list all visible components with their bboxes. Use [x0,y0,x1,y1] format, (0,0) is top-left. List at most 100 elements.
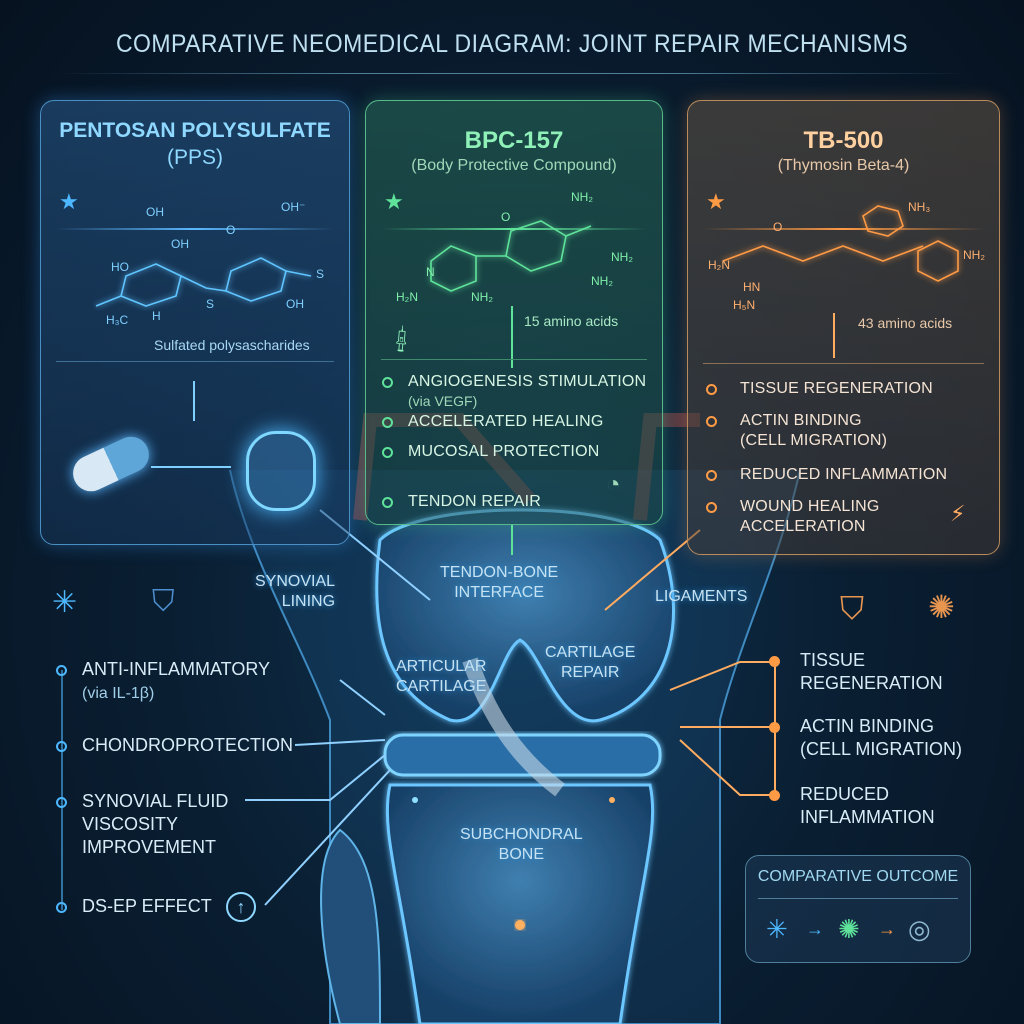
svg-text:H: H [152,309,161,323]
bpc-item-angiogenesis: ANGIOGENESIS STIMULATION [408,373,647,390]
svg-text:S: S [316,267,324,281]
muscle-fiber-icon: ⚡︎ [950,501,966,526]
molecule-star-icon: ✳︎ [52,586,78,619]
svg-text:H₂N: H₂N [708,258,730,272]
syringe-icon: 💉︎ [382,321,421,359]
tb-note: 43 amino acids [858,315,953,331]
left-item-ds-ep: DS-EP EFFECT [82,896,212,916]
molecule-icon: ✳︎ [766,914,788,944]
tb-item-actin: ACTIN BINDING [740,412,862,429]
bpc-title: BPC-157 [464,127,564,154]
bpc-molecule: O N NH₂ NH₂ H₂N NH₂ NH₂ [396,190,633,304]
svg-text:H₃C: H₃C [106,313,129,327]
arrow-reduced-inflammation [679,739,775,796]
bpc-card: BPC-157 (Body Protective Compound) ★ O N … [365,100,663,525]
pps-divider [56,228,334,230]
stomach-icon: ◔ [606,471,621,498]
arrow-icon: → [806,919,824,939]
capsule-icon [67,430,155,498]
arrow-anti-inflammatory [339,679,386,716]
pps-title-abbrev: (PPS) [166,146,223,169]
arrow-ds-ep [264,769,391,906]
page-title: COMPARATIVE NEOMEDICAL DIAGRAM: JOINT RE… [115,30,909,58]
ligament-cross [462,657,565,797]
comparative-outcome-box: COMPARATIVE OUTCOME ✳︎ → ✺ → ◎ [745,855,971,963]
bpc-divider [381,228,647,230]
left-item-chondroprotection: CHONDROPROTECTION [82,735,293,755]
tb-item-inflammation: REDUCED INFLAMMATION [740,466,948,483]
shield-icon: ⛉ [152,585,175,618]
svg-text:O: O [226,223,235,237]
svg-text:NH₂: NH₂ [611,250,633,264]
tb-item-regeneration: TISSUE REGENERATION [740,380,933,397]
svg-text:NH₂: NH₂ [963,248,985,262]
shield-icon: ⛉ [840,590,865,626]
svg-text:OH: OH [286,297,304,311]
tb-title: TB-500 [803,127,884,154]
outcome-title: COMPARATIVE OUTCOME [757,868,959,885]
pps-title: PENTOSAN POLYSULFATE [59,119,331,142]
svg-text:O: O [501,210,510,224]
svg-text:OH⁻: OH⁻ [281,200,305,214]
tb-molecule: NH₃ H₂N O NH₂ HN H₅N [708,200,985,311]
svg-text:H₅N: H₅N [733,298,755,311]
tb-item-wound-sub: ACCELERATION [740,518,866,535]
arrow-tb-to-joint [604,529,701,611]
pps-molecule: OH OH HO S OH⁻ OH O H₃C H S [95,200,324,327]
joint-icon [246,431,316,511]
svg-text:HO: HO [111,260,129,274]
arrow-down [193,381,195,421]
bpc-item-angiogenesis-sub: (via VEGF) [408,393,478,409]
bpc-item-tendon: TENDON REPAIR [408,493,541,510]
arrow-synovial-fluid [245,754,386,801]
svg-text:NH₂: NH₂ [571,190,593,204]
svg-text:O: O [773,220,782,234]
bpc-note: 15 amino acids [524,313,619,329]
left-item-anti-inflammatory-sub: (via IL-1β) [82,685,155,702]
svg-text:OH: OH [171,237,189,251]
title-divider [55,73,969,74]
svg-text:HN: HN [743,280,760,294]
label-subchondral-bone: SUBCHONDRAL BONE [460,826,583,863]
label-articular-cartilage: ARTICULAR CARTILAGE [396,658,487,695]
label-tendon-bone-interface: TENDON-BONE INTERFACE [440,564,559,601]
label-synovial-lining: SYNOVIAL LINING [255,573,336,610]
label-cartilage-repair: CARTILAGE REPAIR [545,644,636,681]
fibula [320,828,381,1024]
arrow-icon: → [878,919,896,939]
bpc-item-mucosal: MUCOSAL PROTECTION [408,443,600,460]
svg-text:OH: OH [146,205,164,219]
svg-text:NH₂: NH₂ [471,290,493,304]
tb-divider [703,228,984,230]
svg-text:S: S [206,297,214,311]
bpc-subtitle: (Body Protective Compound) [411,157,617,174]
star-icon: ★ [59,189,79,214]
bpc-item-healing: ACCELERATED HEALING [408,413,604,430]
tb-card: TB-500 (Thymosin Beta-4) ★ NH₃ H₂N O NH₂ H… [687,100,1000,555]
arrow-up-circle-icon: ↑ [226,892,256,922]
svg-text:NH₃: NH₃ [908,200,930,214]
tibia [385,783,655,1024]
right-item-tissue-regeneration: TISSUE REGENERATION [800,650,943,693]
svg-text:N: N [426,265,435,279]
left-item-anti-inflammatory: ANTI-INFLAMMATORY [82,659,271,679]
arrow-chondroprotection [294,739,386,746]
tissue-cell-icon: ◎ [908,914,931,944]
cell-icon: ✺ [838,914,860,944]
svg-text:NH₂: NH₂ [591,274,613,288]
star-icon: ★ [706,189,726,214]
arrow-tissue-regeneration [669,661,775,691]
svg-text:H₂N: H₂N [396,290,418,304]
tb-item-actin-sub: (CELL MIGRATION) [740,432,888,449]
star-icon: ★ [384,189,404,214]
right-item-reduced-inflammation: REDUCED INFLAMMATION [800,784,935,827]
tb-subtitle: (Thymosin Beta-4) [777,157,910,174]
label-ligaments: LIGAMENTS [655,588,748,605]
pps-note: Sulfated polysascharides [154,337,310,353]
cell-icon: ✺ [928,589,955,625]
right-item-actin-binding: ACTIN BINDING (CELL MIGRATION) [800,716,963,759]
arrow-right [151,466,231,468]
left-item-synovial-fluid: SYNOVIAL FLUID VISCOSITY IMPROVEMENT [82,791,229,857]
